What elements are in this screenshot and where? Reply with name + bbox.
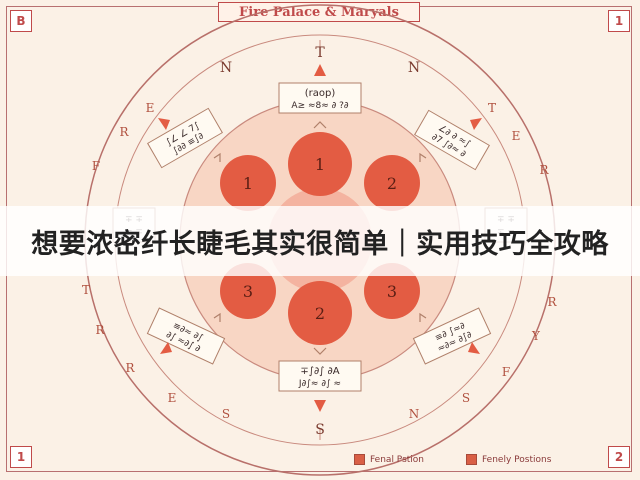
card-bottom-line2: J∂∫≈ ∂∫ ≈ [298,379,341,389]
corner-badge-bottom-left: 1 [10,446,32,468]
card-top-line1: (raop) [305,88,336,99]
direction-letter-upper-right: N [408,60,420,76]
ring-letter-right-8: N [409,407,420,421]
ring-letter-right-3: R [539,163,549,177]
overlay-caption: 想要浓密纤长睫毛其实很简单｜实用技巧全攻略 [31,228,609,260]
position-circle-upper-left [220,155,276,211]
corner-badge-bottom-right: 2 [608,446,630,468]
position-circle-bottom [288,281,352,345]
chevron-up-icon [313,121,327,129]
card-top: (raop) A≥ ≈8≈ ∂ ?∂ [278,82,362,114]
circle-label-upper-right: 2 [387,174,397,193]
card-bottom-line1: ∓∫∂∫ ∂A [300,366,339,377]
flame-icon-bottom [314,400,326,412]
ring-letter-right-1: T [488,101,496,115]
legend-swatch-2 [466,454,477,465]
direction-letter-top: T [315,45,325,61]
ring-letter-left-6: R [125,361,135,375]
circle-label-lower-left: 3 [243,282,253,301]
ring-letter-right-2: E [512,129,521,143]
legend-swatch-1 [354,454,365,465]
flame-icon-upper-left [158,118,170,130]
flame-icon-lower-right [468,342,480,354]
circle-label-top: 1 [315,155,325,174]
flame-icon-lower-left [160,342,172,354]
ring-letter-left-8: S [222,407,230,421]
direction-letter-bottom: S [315,422,325,438]
corner-badge-top-left: B [10,10,32,32]
circle-label-lower-right: 3 [387,282,397,301]
flame-icon-upper-right [470,118,482,130]
legend-label-2: Fenely Postions [482,454,552,465]
position-circle-lower-left [220,263,276,319]
ring-letter-left-3: F [92,159,100,173]
ring-letter-right-4: R [547,295,557,309]
card-top-line2: A≥ ≈8≈ ∂ ?∂ [291,101,349,111]
ring-letter-left-5: R [95,323,105,337]
chevron-down-icon [313,347,327,355]
legend-item-1: Fenal Pstion [354,454,424,465]
ring-letter-left-2: R [119,125,129,139]
position-circle-upper-right [364,155,420,211]
flame-icons [158,64,482,412]
card-bottom: ∓∫∂∫ ∂A J∂∫≈ ∂∫ ≈ [278,360,362,392]
flame-icon-top [314,64,326,76]
position-circle-lower-right [364,263,420,319]
chevron-icon-lower-right [419,312,427,322]
ring-letter-left-4: T [82,283,90,297]
circle-label-upper-left: 1 [243,174,253,193]
caption-overlay: 想要浓密纤长睫毛其实很简单｜实用技巧全攻略 [0,206,640,276]
legend-item-2: Fenely Postions [466,454,551,465]
ring-letter-right-5: Y [531,329,541,343]
chevron-icon-upper-left [213,152,221,162]
chevron-icons [213,121,427,355]
card-lower-right: ≡∂ ∫≈∂ ≈∂≈ ∂∫∂ [412,307,492,365]
chevron-icon-lower-left [213,312,221,322]
ring-letter-right-6: F [502,365,510,379]
legend-label-1: Fenal Pstion [370,454,424,465]
chevron-icon-upper-right [419,152,427,162]
position-circle-top [288,132,352,196]
ring-letter-left-1: E [146,101,155,115]
corner-badge-top-right: 1 [608,10,630,32]
ring-letter-left-7: E [168,391,177,405]
direction-letter-upper-left: N [220,60,232,76]
ring-letter-right-7: S [462,391,470,405]
circle-label-bottom: 2 [315,304,325,323]
